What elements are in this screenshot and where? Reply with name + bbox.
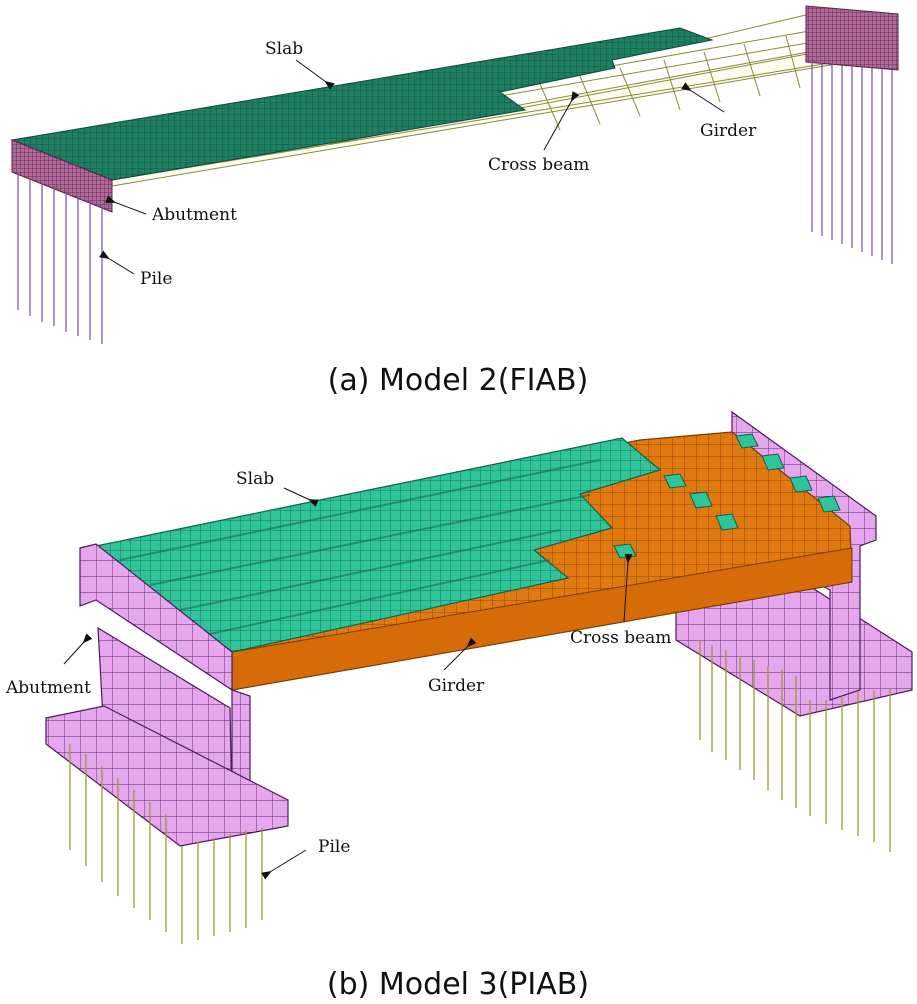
caption-b: (b) Model 3(PIAB) xyxy=(327,967,589,1002)
label-girder-b: Girder xyxy=(428,676,485,696)
caption-a: (a) Model 2(FIAB) xyxy=(328,363,589,398)
label-abutment-b: Abutment xyxy=(5,678,91,698)
piles-right-b xyxy=(699,640,891,852)
cross-beams-b xyxy=(613,433,841,559)
panel-a: Slab Girder Cross beam Abutment Pile (a)… xyxy=(10,5,899,398)
abutment-left-a xyxy=(11,139,113,213)
girder-grid-a xyxy=(111,13,863,187)
label-pile-a: Pile xyxy=(140,269,172,289)
label-cross-beam-a: Cross beam xyxy=(488,155,589,175)
panel-b: Slab Cross beam Girder Abutment Pile (b)… xyxy=(5,410,913,1002)
label-cross-beam-b: Cross beam xyxy=(570,628,671,648)
abutment-right-a xyxy=(805,5,899,71)
footing-left-b xyxy=(45,705,289,847)
piles-left-b xyxy=(69,744,263,944)
piles-left-a xyxy=(17,172,103,344)
label-abutment-a: Abutment xyxy=(151,205,237,225)
piles-right-a xyxy=(811,62,893,264)
label-slab-a: Slab xyxy=(265,39,303,59)
label-pile-b: Pile xyxy=(318,837,350,857)
slab-a xyxy=(10,27,714,181)
label-girder-a: Girder xyxy=(700,121,757,141)
label-slab-b: Slab xyxy=(236,469,274,489)
